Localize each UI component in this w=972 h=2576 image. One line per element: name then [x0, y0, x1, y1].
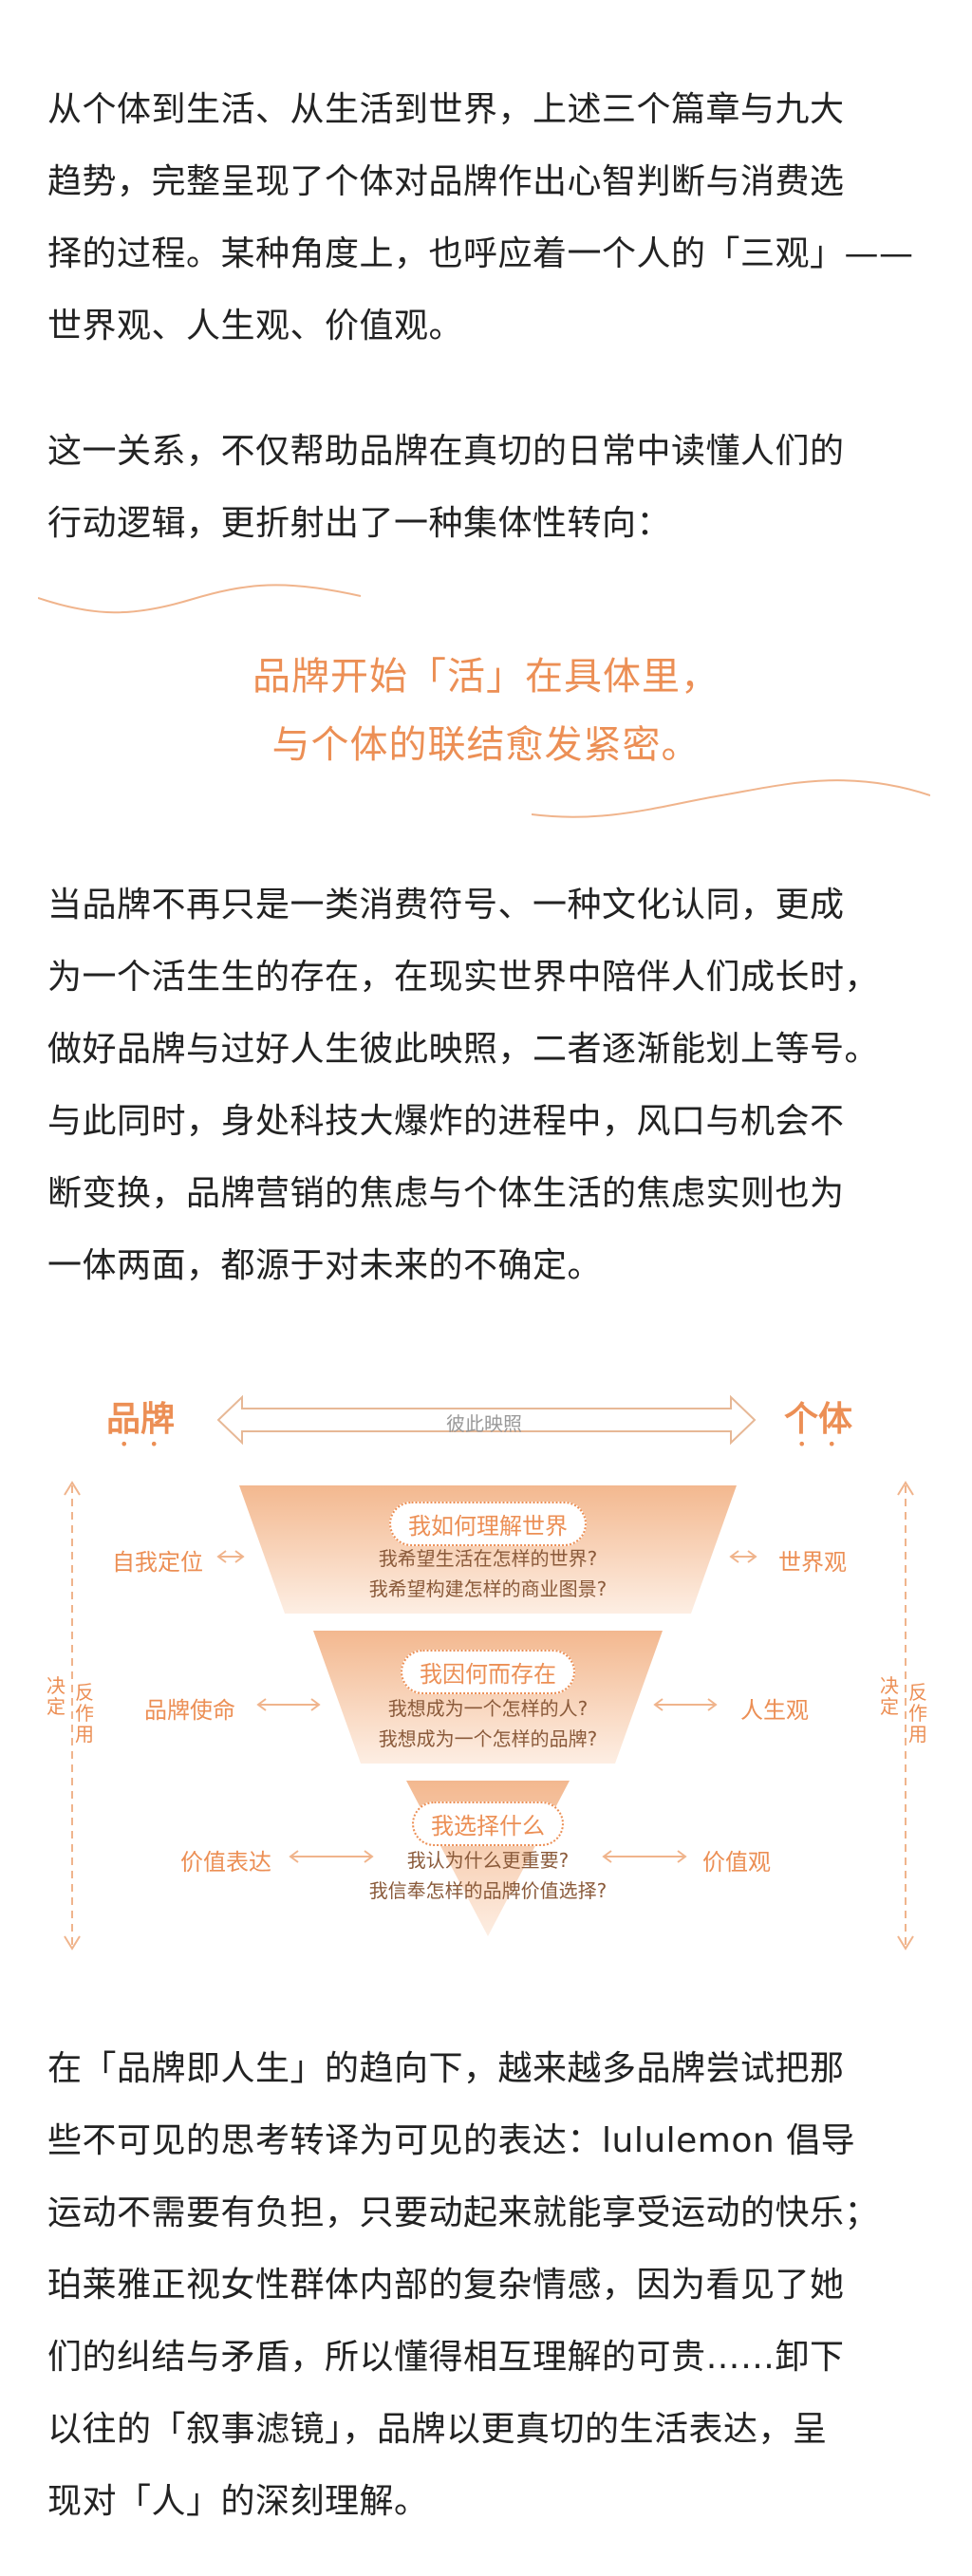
brand-individual-diagram: 品牌 •• 个体 •• 彼此映照 决定 反作用 决定 反作用 自我定位 世界观 … [0, 1329, 972, 1984]
question-level-3: 我选择什么 [412, 1801, 564, 1846]
individual-title-dots: •• [797, 1435, 857, 1453]
intro-paragraph: 从个体到生活、从生活到世界，上述三个篇章与九大 趋势，完整呈现了个体对品牌作出心… [47, 90, 914, 345]
question-level-2: 我因何而存在 [401, 1650, 575, 1694]
brand-life-paragraph: 当品牌不再只是一类消费符号、一种文化认同，更成 为一个活生生的存在，在现实世界中… [47, 886, 880, 1285]
sub-level-2: 我想成为一个怎样的人? 我想成为一个怎样的品牌? [378, 1697, 598, 1750]
right-vertical-react: 反作用 [908, 1681, 927, 1745]
mirror-double-arrow [216, 1394, 757, 1446]
funnel-level-2 [313, 1631, 663, 1764]
left-label-level-3: 价值表达 [180, 1849, 271, 1876]
quote-line-1: 品牌开始「活」在具体里， [252, 655, 720, 699]
decorative-wave-bottom [532, 779, 930, 818]
funnel-level-1 [239, 1485, 737, 1614]
brand-title: 品牌 [106, 1400, 176, 1439]
sub-level-1: 我希望生活在怎样的世界? 我希望构建怎样的商业图景? [368, 1547, 608, 1600]
left-label-level-1: 自我定位 [112, 1549, 203, 1576]
quote-line-2: 与个体的联结愈发紧密。 [271, 723, 701, 767]
decorative-wave-top [38, 584, 362, 614]
right-label-level-3: 价值观 [702, 1849, 771, 1876]
left-vertical-decide: 决定 [47, 1674, 65, 1718]
sub-level-3: 我认为什么更重要? 我信奉怎样的品牌价值选择? [368, 1849, 608, 1902]
mirror-label: 彼此映照 [446, 1412, 522, 1435]
right-vertical-decide: 决定 [880, 1674, 899, 1718]
right-label-level-1: 世界观 [778, 1549, 847, 1576]
brand-title-dots: •• [120, 1435, 179, 1453]
brand-as-life-paragraph: 在「品牌即人生」的趋向下，越来越多品牌尝试把那 些不可见的思考转译为可见的表达：… [47, 2049, 880, 2521]
left-vertical-react: 反作用 [75, 1681, 94, 1745]
question-level-1: 我如何理解世界 [389, 1502, 587, 1546]
individual-title: 个体 [784, 1400, 853, 1439]
right-label-level-2: 人生观 [740, 1697, 809, 1724]
relation-paragraph: 这一关系，不仅帮助品牌在真切的日常中读懂人们的 行动逻辑，更折射出了一种集体性转… [47, 432, 845, 543]
left-label-level-2: 品牌使命 [144, 1697, 235, 1724]
